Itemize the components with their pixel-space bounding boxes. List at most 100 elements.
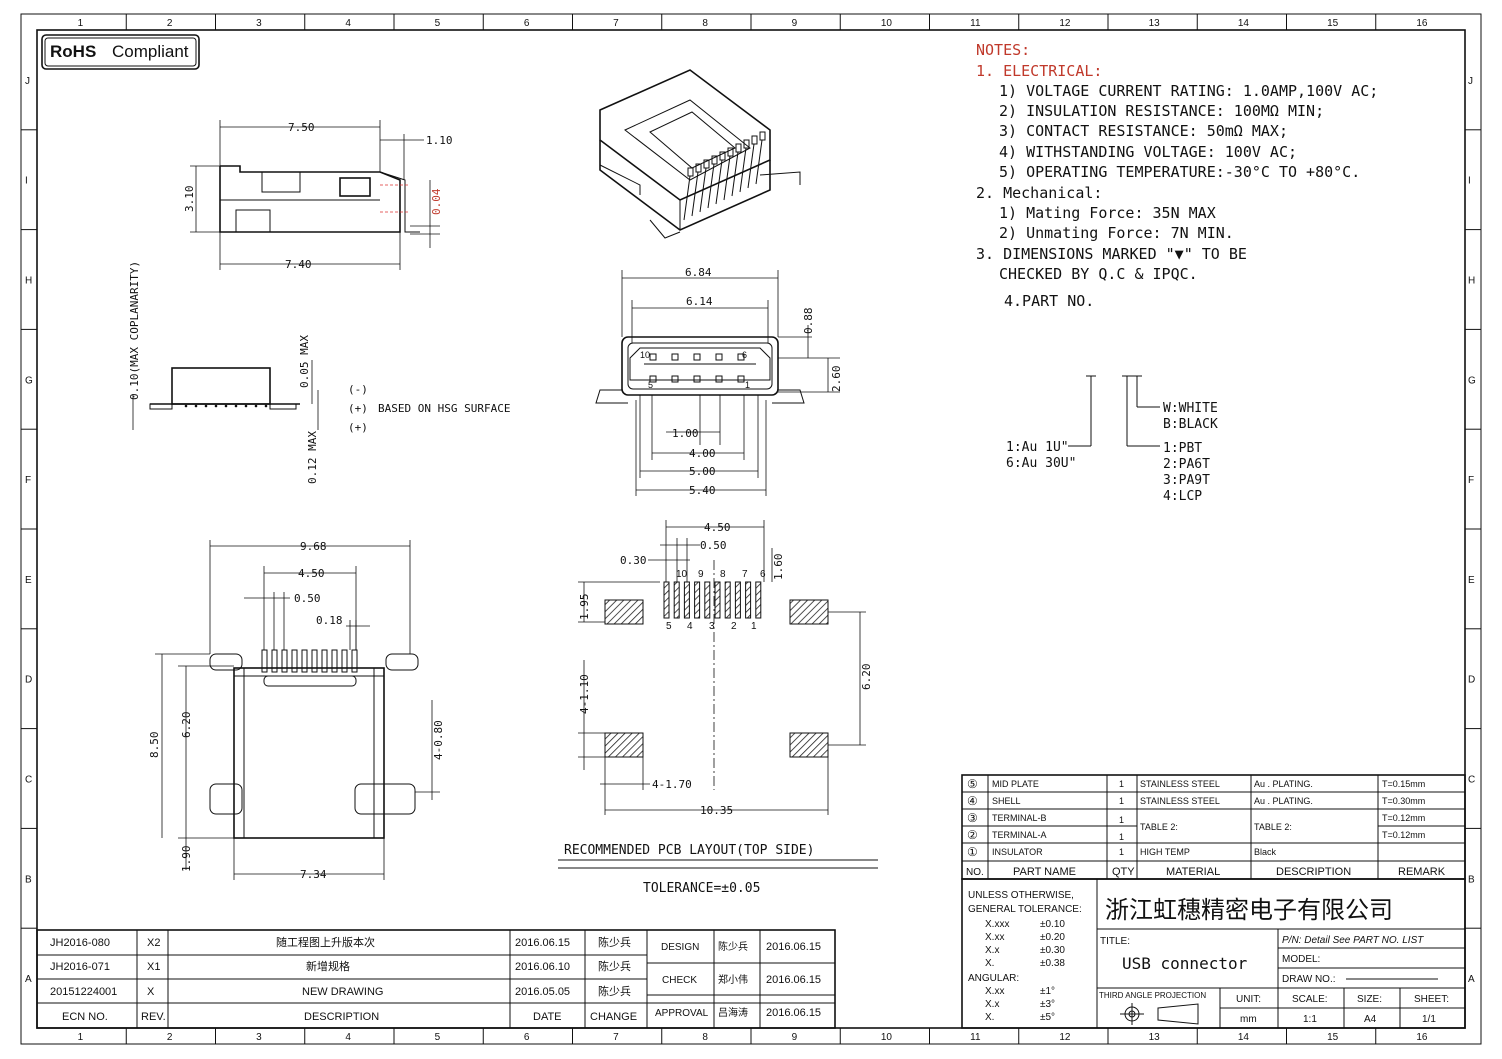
bom-header-desc: DESCRIPTION <box>1276 866 1351 878</box>
border-col-10-top: 10 <box>881 18 893 29</box>
pcb-dim-4-1-70: 4-1.70 <box>652 778 692 791</box>
border-col-4-bottom: 4 <box>345 1032 351 1043</box>
bom-qty: 1 <box>1119 847 1124 857</box>
notes-title: NOTES: <box>976 41 1030 59</box>
company-name: 浙江虹穗精密电子有限公司 <box>1105 896 1393 924</box>
pcb-top-pin-label: 10 <box>676 569 688 580</box>
bom-material: STAINLESS STEEL <box>1140 779 1220 789</box>
tol-a3a: X. <box>985 1012 994 1023</box>
border-row-C-left: C <box>25 775 32 786</box>
border-row-J-left: J <box>25 76 30 87</box>
dim-7-40: 7.40 <box>285 258 312 271</box>
side-view: 7.50 1.10 3.10 0.04 7.40 <box>183 120 453 271</box>
rev-description: 随工程图上升版本次 <box>276 935 375 949</box>
tol-a1a: X.xx <box>985 986 1004 997</box>
projection-label: THIRD ANGLE PROJECTION <box>1099 991 1206 1000</box>
dim-3-10: 3.10 <box>183 186 196 213</box>
dim-4-50-top: 4.50 <box>298 567 325 580</box>
dim-9-68: 9.68 <box>300 540 327 553</box>
dim-6-14: 6.14 <box>686 295 713 308</box>
pcb-signal-pad <box>734 581 741 619</box>
border-row-J-right: J <box>1468 76 1473 87</box>
dim-8-50: 8.50 <box>148 732 161 759</box>
pcb-bottom-pin-label: 2 <box>731 621 737 632</box>
dim-0-05-max: 0.05 MAX <box>298 335 311 388</box>
tol-angular: ANGULAR: <box>968 973 1019 984</box>
pn-mat-2: 2:PA6T <box>1163 457 1210 472</box>
border-col-10-bottom: 10 <box>881 1032 893 1043</box>
bom-header-no: NO. <box>966 867 984 878</box>
model-field: MODEL: <box>1282 954 1320 965</box>
border-col-12-bottom: 12 <box>1059 1032 1071 1043</box>
bom-no: ② <box>967 828 978 842</box>
rev-rev: X1 <box>147 961 160 973</box>
note-m2: 2) Unmating Force: 7N MIN. <box>999 224 1234 242</box>
border-col-5-bottom: 5 <box>435 1032 441 1043</box>
bom-remark: T=0.15mm <box>1382 779 1425 789</box>
rev-ecn: 20151224001 <box>50 986 117 998</box>
bom-qty: 1 <box>1119 815 1124 825</box>
pn-black: B:BLACK <box>1163 417 1218 432</box>
dim-4-00: 4.00 <box>689 447 716 460</box>
border-col-11-top: 11 <box>970 18 981 29</box>
note-e2: 2) INSULATION RESISTANCE: 100MΩ MIN; <box>999 102 1324 120</box>
pcb-dim-6-20: 6.20 <box>860 664 873 691</box>
dim-0-18: 0.18 <box>316 614 343 627</box>
tol-a1b: ±1° <box>1040 986 1055 997</box>
dim-1-10: 1.10 <box>426 134 453 147</box>
rev-date: 2016.05.05 <box>515 986 570 998</box>
pcb-top-pin-label: 8 <box>720 569 726 580</box>
pcb-layout-title: RECOMMENDED PCB LAYOUT(TOP SIDE) <box>564 843 814 858</box>
border-col-3-top: 3 <box>256 18 262 29</box>
border-row-B-right: B <box>1468 874 1475 885</box>
notes-electrical: 1. ELECTRICAL: <box>976 62 1102 80</box>
pcb-dim-0-30: 0.30 <box>620 554 647 567</box>
pcb-dim-4-50: 4.50 <box>704 521 731 534</box>
border-row-B-left: B <box>25 874 32 885</box>
tol-a3b: ±5° <box>1040 1012 1055 1023</box>
bom-qty: 1 <box>1119 796 1124 806</box>
bom-no: ① <box>967 845 978 859</box>
size-label: SIZE: <box>1357 994 1382 1005</box>
scale-label: SCALE: <box>1292 994 1328 1005</box>
pn-mat-4: 4:LCP <box>1163 489 1202 504</box>
note-e4: 4) WITHSTANDING VOLTAGE: 100V AC; <box>999 143 1297 161</box>
border-col-13-top: 13 <box>1149 18 1161 29</box>
border-col-16-top: 16 <box>1416 18 1428 29</box>
border-row-H-left: H <box>25 276 32 287</box>
part-number-tree: W:WHITE B:BLACK 1:Au 1U" 6:Au 30U" 1:PBT… <box>1006 375 1218 504</box>
note-e1: 1) VOLTAGE CURRENT RATING: 1.0AMP,100V A… <box>999 82 1378 100</box>
approval-check-label: CHECK <box>662 975 697 986</box>
bom-header-remark: REMARK <box>1398 866 1446 878</box>
approval-approval-label: APPROVAL <box>655 1008 709 1019</box>
dim-4-0-80: 4-0.80 <box>432 720 445 760</box>
front-view: 10 6 5 1 6.84 6.14 0.88 2.60 1.00 4.00 5… <box>595 266 843 497</box>
note-m1: 1) Mating Force: 35N MAX <box>999 204 1216 222</box>
title-block: 浙江虹穗精密电子有限公司 TITLE: USB connector P/N: D… <box>961 878 1466 1029</box>
rev-rev: X2 <box>147 937 160 949</box>
border-col-14-top: 14 <box>1238 18 1250 29</box>
border-col-6-bottom: 6 <box>524 1032 530 1043</box>
dim-5-40: 5.40 <box>689 484 716 497</box>
bom-remark: T=0.12mm <box>1382 830 1425 840</box>
border-col-11-bottom: 11 <box>970 1032 981 1043</box>
note-s4: 4.PART NO. <box>1004 292 1094 310</box>
bom-part-name: INSULATOR <box>992 847 1043 857</box>
pcb-signal-pad <box>755 581 762 619</box>
rev-header-rev: REV. <box>141 1011 166 1023</box>
border-row-I-left: I <box>25 176 28 187</box>
border-col-14-bottom: 14 <box>1238 1032 1250 1043</box>
plus-label-1: (+) <box>348 402 368 415</box>
border-col-2-top: 2 <box>167 18 173 29</box>
pcb-signal-pad <box>704 581 711 619</box>
tol-r3b: ±0.30 <box>1040 945 1065 956</box>
projection-symbol-icon <box>1120 1003 1199 1025</box>
drawno-field: DRAW NO.: <box>1282 974 1336 985</box>
tol-l2: GENERAL TOLERANCE: <box>968 904 1082 915</box>
rev-description: NEW DRAWING <box>302 986 383 998</box>
scale-value: 1:1 <box>1303 1014 1317 1025</box>
pn-mat-1: 1:PBT <box>1163 441 1202 456</box>
coplanarity-view: 0.10(MAX COPLANARITY) 0.05 MAX 0.12 MAX … <box>128 261 510 484</box>
